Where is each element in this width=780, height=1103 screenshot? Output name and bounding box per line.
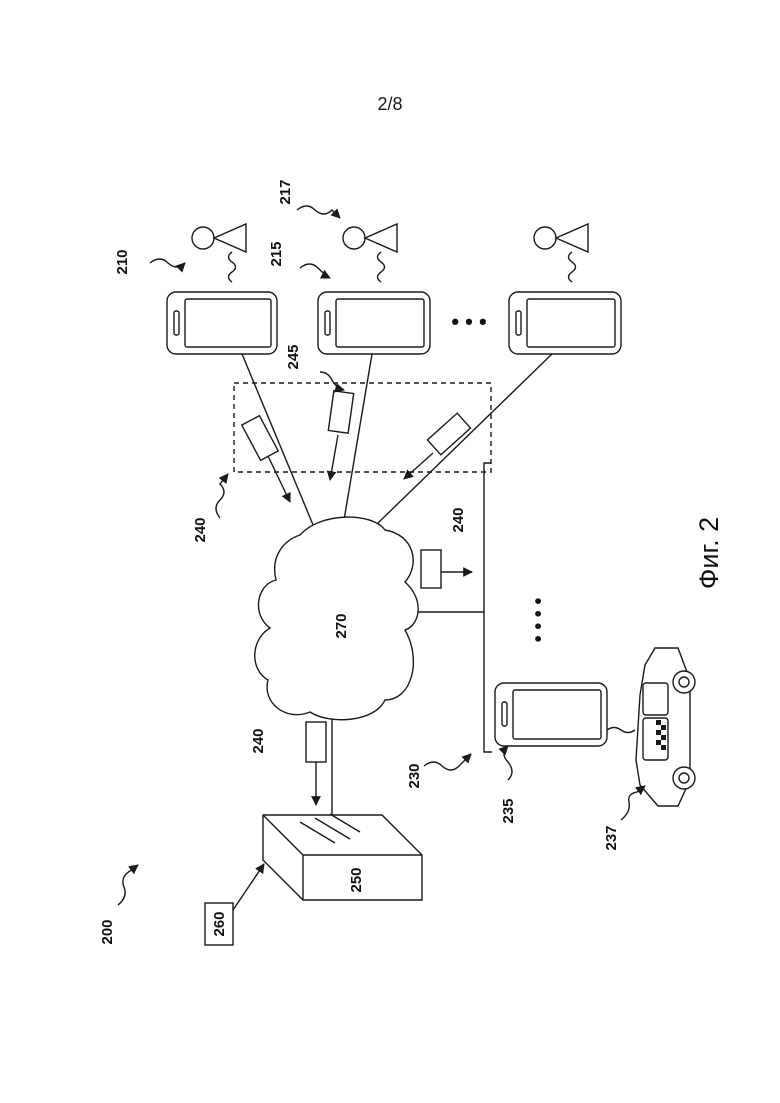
link-device2-network [343, 354, 372, 526]
user-device-1 [167, 292, 277, 354]
taxi-vehicle-icon [636, 648, 695, 806]
link-bus-driver [484, 612, 492, 752]
figure-caption: Фиг. 2 [694, 517, 724, 589]
leader-235 [504, 746, 512, 780]
leader-215 [300, 264, 330, 278]
label-235: 235 [500, 798, 517, 823]
message-packet-1 [242, 416, 290, 502]
label-270: 270 [333, 613, 350, 638]
label-215: 215 [268, 241, 285, 266]
label-230: 230 [406, 763, 423, 788]
leader-230 [424, 754, 471, 770]
label-250: 250 [348, 867, 365, 892]
message-packet-4 [421, 550, 472, 588]
message-packet-5 [306, 722, 326, 805]
leader-245 [320, 372, 344, 390]
user-device-3 [509, 292, 621, 354]
link-network-bus [410, 463, 491, 612]
label-217: 217 [277, 179, 294, 204]
leader-217 [297, 206, 340, 218]
label-210: 210 [114, 249, 131, 274]
user-icon-2 [343, 224, 397, 282]
link-device3-network [378, 354, 552, 523]
label-240-bottom: 240 [250, 728, 267, 753]
server-box [263, 814, 422, 900]
label-260: 260 [211, 911, 228, 936]
devices-ellipsis: • • • [451, 309, 486, 334]
leader-200 [118, 865, 138, 905]
link-database-server [233, 864, 264, 910]
drivers-ellipsis: • • • • [528, 598, 550, 643]
user-icon-3 [534, 224, 588, 282]
label-200: 200 [99, 919, 116, 944]
leader-210 [150, 259, 185, 267]
leader-240 [216, 474, 228, 518]
label-240-left: 240 [192, 517, 209, 542]
label-245: 245 [285, 344, 302, 369]
label-240-right: 240 [450, 507, 467, 532]
user-device-2 [318, 292, 430, 354]
message-packet-3 [404, 413, 471, 479]
driver-device [495, 683, 607, 746]
user-icon-1 [192, 224, 246, 282]
label-237: 237 [603, 825, 620, 850]
message-packet-2 [328, 391, 353, 480]
driver-vehicle-link [607, 728, 635, 733]
leader-237 [621, 786, 645, 820]
